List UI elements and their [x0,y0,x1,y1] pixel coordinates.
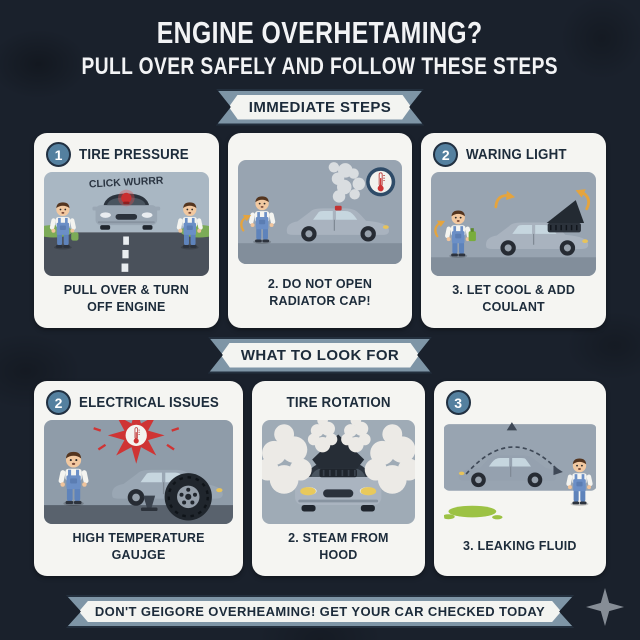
sound-effect-text: CLICK WURRR [89,175,164,190]
headlight-icon [300,486,317,495]
card-tire-pressure: 1 TIRE PRESSURE [34,132,219,328]
steam-icon [328,161,365,203]
banner-label: DON'T GEIGORE OVERHEAMING! GET YOUR CAR … [79,601,561,622]
radiator-cap-icon [334,205,342,210]
immediate-steps-grid: 1 TIRE PRESSURE [0,132,640,328]
step-number-badge: 3 [445,390,471,416]
engine-detail [550,224,578,230]
garage-floor [237,242,403,264]
illustration-leaking-fluid-scene [443,419,596,524]
illustration-add-coolant-scene [431,171,596,276]
open-hood-icon [312,434,365,469]
card-title: TIRE PRESSURE [79,146,189,163]
illustration-steaming-car-scene [237,159,403,264]
coolant-bottle-icon [468,227,477,241]
temperature-burst-icon [93,419,180,464]
inspection-arc-icon [465,421,563,475]
poster-header: ENGINE OVERHETAMING? PULL OVER SAFELY AN… [0,0,640,81]
card-electrical-issues: 2 ELECTRICAL ISSUES [34,380,244,576]
road-dashes [121,236,129,272]
engine-bay [319,468,358,477]
card-title: ELECTRICAL ISSUES [79,394,220,411]
section-banner-what-to-look-for: WHAT TO LOOK FOR [0,337,640,374]
page-subtitle: PULL OVER SAFELY AND FOLLOW THESE STEPS [81,52,559,80]
watering-can-icon [71,231,79,241]
engine-detail [322,469,356,476]
card-steam-from-hood: TIRE ROTATION 2. STEAM FROM HOOD [252,380,425,576]
card-warning-light: 2 WARING LIGHT [421,132,606,328]
card-caption: HIGH TEMPERATURE GAUJGE [72,531,205,562]
engine-bay [547,222,582,232]
step-number-badge: 2 [433,142,459,168]
card-caption: 2. STEAM FROM HOOD [288,531,389,562]
step-number-badge: 1 [46,142,71,168]
open-hood-icon [546,199,585,223]
illustration-temperature-gauge-scene [44,419,234,524]
fluid-puddle-icon [443,505,503,519]
card-leaking-fluid: 3 [433,380,606,576]
card-caption: PULL OVER & TURN OFF ENGINE [63,283,189,314]
garage-floor [431,256,596,276]
card-radiator-cap: 2. DO NOT OPEN RADIATOR CAP! [227,132,413,328]
card-title: TIRE ROTATION [286,394,391,411]
step-number-badge: 2 [46,390,71,416]
footer-banner: DON'T GEIGORE OVERHEAMING! GET YOUR CAR … [0,595,640,628]
card-caption: 2. DO NOT OPEN RADIATOR CAP! [267,277,373,308]
section-banner-immediate-steps: IMMEDIATE STEPS [0,89,640,126]
car-jack-icon [140,495,158,511]
banner-label: WHAT TO LOOK FOR [221,343,419,368]
page-title: ENGINE OVERHETAMING? [157,15,483,50]
card-caption: 3. LEAKING FLUID [462,539,577,554]
card-caption: 3. LET COOL & ADD COULANT [452,283,576,314]
illustration-steam-from-hood-scene [262,419,415,524]
what-to-look-for-grid: 2 ELECTRICAL ISSUES [0,380,640,576]
thermometer-badge-icon [365,166,395,196]
illustration-pull-over-scene: CLICK WURRR [44,171,209,276]
headlight-icon [360,486,377,495]
banner-label: IMMEDIATE STEPS [229,95,411,120]
big-tire-icon [164,472,212,521]
card-title: WARING LIGHT [466,146,568,163]
warning-light-icon [118,189,135,206]
